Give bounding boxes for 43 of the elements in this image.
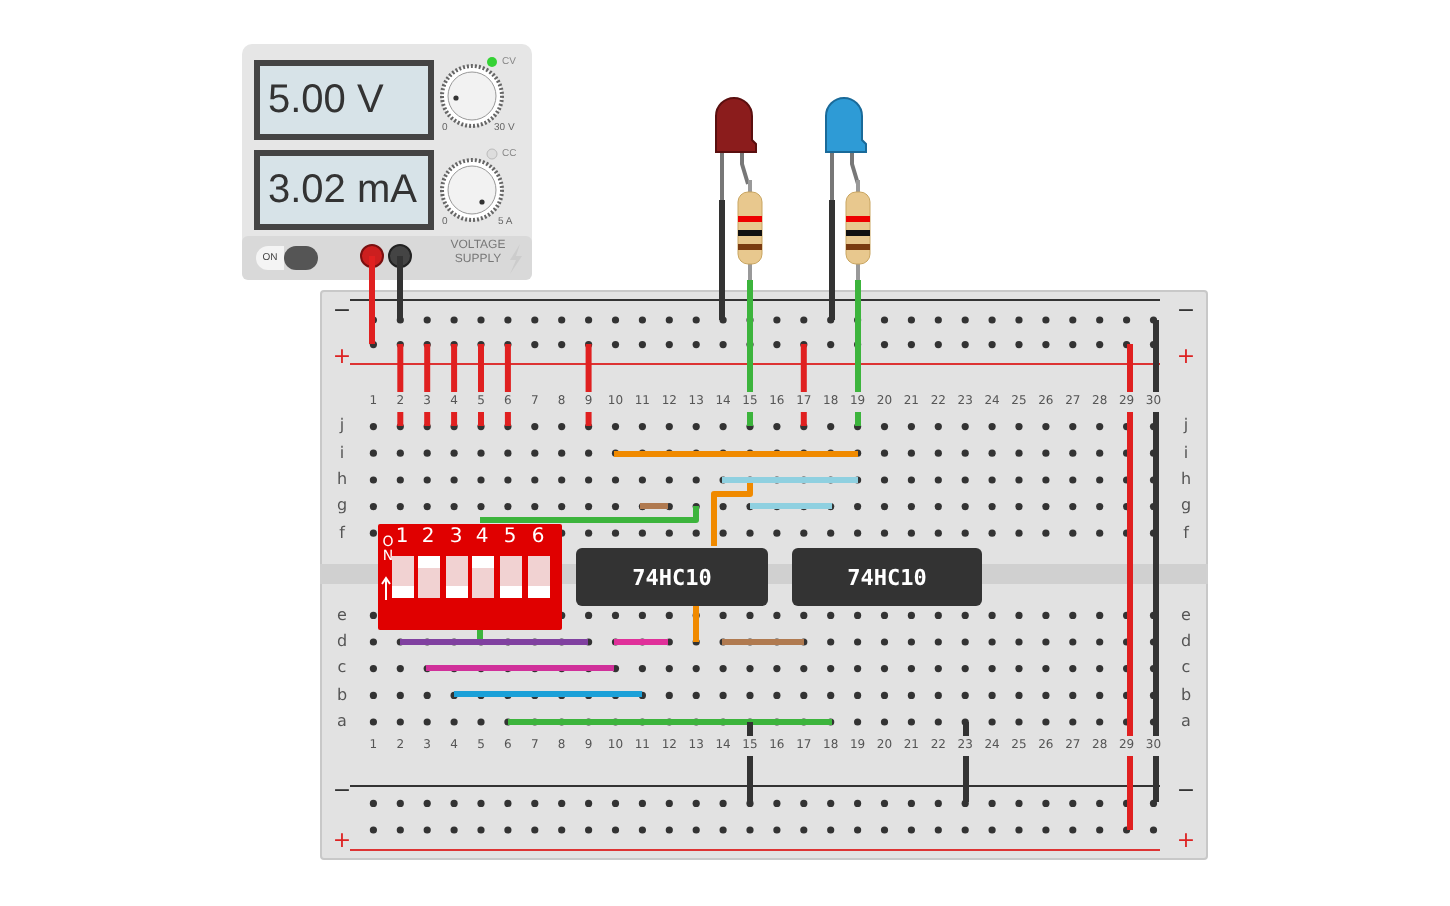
row-letter: h [336, 472, 348, 488]
rail-sign: − [1176, 299, 1196, 321]
row-letter: b [1180, 687, 1192, 704]
row-letter: g [336, 498, 348, 515]
switch-number: 1 [395, 526, 409, 548]
row-letter: j [339, 418, 345, 435]
row-letter: c [1181, 660, 1191, 677]
row-letter: b [336, 687, 348, 704]
row-letter: a [337, 714, 347, 730]
rail-sign: + [1176, 345, 1196, 367]
switch-number: 6 [531, 526, 545, 548]
rail-sign: − [332, 779, 352, 801]
row-letter: d [1180, 634, 1192, 650]
row-letter: a [1181, 714, 1191, 730]
switch-number: 5 [503, 526, 517, 548]
current-display: 3.02 mA [254, 150, 434, 230]
row-letter: d [336, 634, 348, 650]
switch-number: 2 [421, 526, 435, 548]
row-letter: i [1183, 445, 1189, 462]
rail-sign: − [1176, 779, 1196, 801]
rail-sign: + [1176, 829, 1196, 851]
row-letter: i [339, 445, 345, 462]
chip-label: 74HC10 [847, 564, 927, 590]
voltage-display: 5.00 V [254, 60, 434, 140]
dip-switch [378, 524, 562, 630]
power-supply [242, 44, 532, 280]
row-letter: c [337, 660, 347, 677]
rail-sign: − [332, 299, 352, 321]
row-letter: g [1180, 498, 1192, 515]
row-letter: h [1180, 472, 1192, 488]
ic-chip [792, 548, 982, 606]
row-letter: e [1181, 607, 1191, 624]
switch-number: 3 [449, 526, 463, 548]
switch-number: 4 [475, 526, 489, 548]
row-letter: e [337, 607, 347, 624]
rail-sign: + [332, 345, 352, 367]
row-letter: j [1183, 418, 1189, 435]
breadboard [320, 290, 1208, 860]
ic-chip [576, 548, 768, 606]
chip-label: 74HC10 [632, 564, 712, 590]
row-letter: f [1183, 525, 1189, 542]
row-letter: f [339, 525, 345, 542]
rail-sign: + [332, 829, 352, 851]
